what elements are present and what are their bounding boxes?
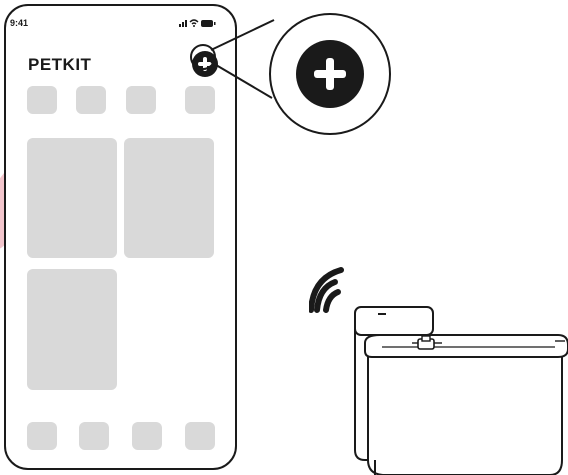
app-title: PETKIT <box>28 55 92 74</box>
status-time: 9:41 <box>10 18 29 28</box>
app-tile[interactable] <box>185 86 215 114</box>
dock-tile[interactable] <box>132 422 162 450</box>
status-icons <box>179 19 216 27</box>
add-device-button[interactable] <box>192 51 218 77</box>
widget-tile[interactable] <box>27 138 117 258</box>
wifi-signal-icon <box>309 267 344 313</box>
dock-tile[interactable] <box>79 422 109 450</box>
app-tile[interactable] <box>126 86 156 114</box>
app-tile[interactable] <box>76 86 106 114</box>
widget-tile[interactable] <box>27 269 117 390</box>
dock-tile[interactable] <box>185 422 215 450</box>
water-fountain-device <box>354 306 568 475</box>
add-button-zoomed <box>296 40 364 108</box>
dock-tile[interactable] <box>27 422 57 450</box>
widget-tile[interactable] <box>124 138 214 258</box>
phone-frame: 9:41 PETKIT <box>4 4 237 470</box>
app-tile[interactable] <box>27 86 57 114</box>
